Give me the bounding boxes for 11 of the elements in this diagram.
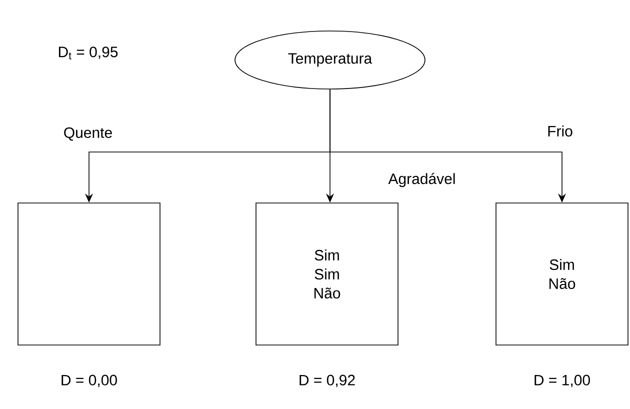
edge-label: Agradável bbox=[387, 172, 457, 188]
beside-text: D = 1,00 bbox=[534, 374, 590, 388]
process-box: Sim Não bbox=[496, 202, 628, 346]
ellipse-node: Temperatura bbox=[234, 30, 426, 90]
beside-text: D = 0,92 bbox=[300, 374, 355, 388]
entropy-label: D$_{t}$ = 0,95 bbox=[58, 46, 118, 60]
process-box: Sim Sim Não bbox=[256, 202, 398, 346]
edge-label: Quente bbox=[62, 126, 114, 142]
beside-text: D = 0,00 bbox=[62, 374, 117, 388]
empty-box bbox=[18, 202, 160, 346]
edge-label: Frio bbox=[546, 124, 574, 138]
